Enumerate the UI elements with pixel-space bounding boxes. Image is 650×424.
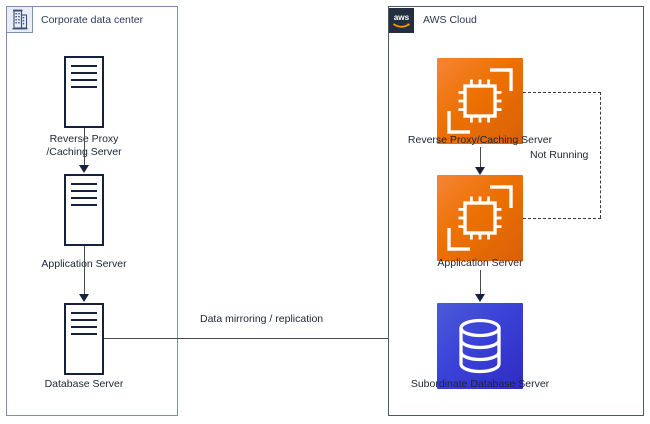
group-title-aws: AWS Cloud: [423, 14, 477, 26]
server-icon-application[interactable]: [64, 174, 104, 246]
label-subordinate-database-server: Subordinate Database Server: [410, 378, 550, 390]
dashed-line-bottom: [523, 218, 601, 219]
arrowhead-aws-proxy-to-app: [475, 167, 485, 175]
server-icon-database[interactable]: [64, 303, 104, 375]
group-title-corporate: Corporate data center: [41, 14, 144, 26]
label-not-running: Not Running: [530, 149, 589, 161]
label-data-replication: Data mirroring / replication: [200, 313, 324, 325]
arrowhead-app-to-db: [79, 294, 89, 302]
connector-aws-proxy-to-app: [479, 147, 481, 169]
connector-proxy-to-app: [83, 128, 85, 166]
ec2-instance-icon-application[interactable]: [437, 175, 523, 261]
arrowhead-proxy-to-app: [79, 165, 89, 173]
arrowhead-aws-app-to-db: [475, 294, 485, 302]
connector-replication: [104, 338, 426, 340]
label-reverse-proxy: Reverse Proxy /Caching Server: [46, 133, 122, 158]
connector-app-to-db: [83, 246, 85, 296]
label-aws-reverse-proxy: Reverse Proxy/Caching Server: [407, 134, 553, 146]
connector-aws-app-to-db: [479, 270, 481, 296]
label-database-server: Database Server: [44, 378, 124, 390]
label-aws-application-server: Application Server: [437, 257, 523, 269]
dashed-line-top: [523, 92, 601, 93]
group-header-aws: aws AWS Cloud: [389, 7, 477, 33]
office-building-icon: [7, 7, 33, 33]
group-header-corporate: Corporate data center: [7, 7, 143, 33]
dashed-line-right: [600, 92, 601, 218]
svg-text:aws: aws: [394, 13, 410, 22]
aws-logo-icon: aws: [389, 7, 414, 33]
ec2-instance-icon-reverse-proxy[interactable]: [437, 58, 523, 144]
database-icon-subordinate[interactable]: [437, 303, 523, 389]
server-icon-reverse-proxy[interactable]: [64, 56, 104, 128]
